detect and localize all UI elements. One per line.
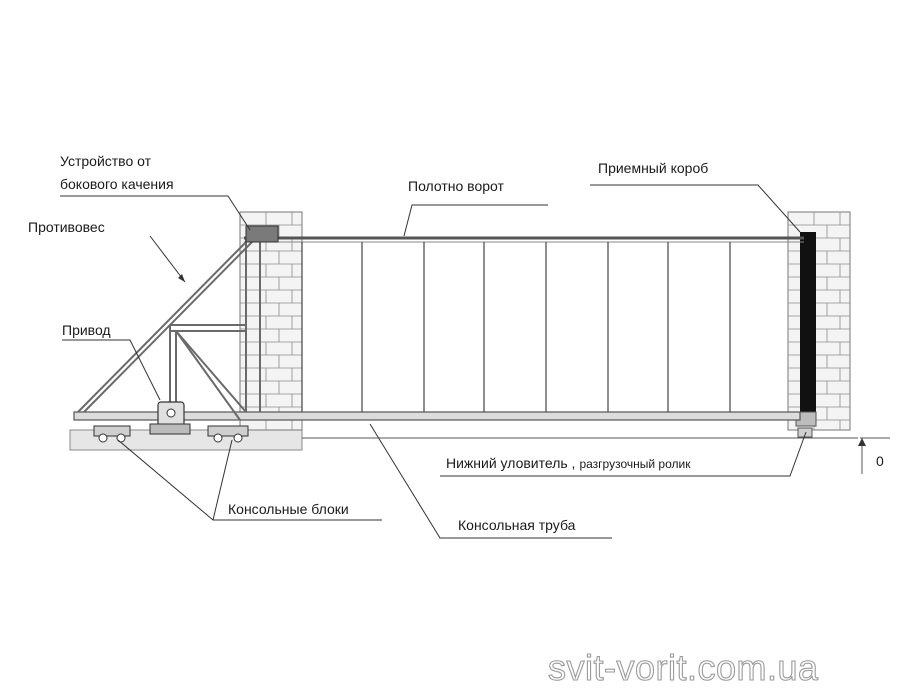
label-gate-leaf: Полотно ворот (408, 178, 504, 194)
watermark: svit-vorit.com.ua (548, 647, 819, 688)
label-side-device-line2: бокового качения (60, 176, 174, 192)
zero-level-marker (858, 437, 890, 474)
side-rolling-device (245, 225, 279, 243)
leader-side-device (60, 195, 251, 231)
label-zero-level: 0 (876, 453, 884, 469)
label-lower-catcher-roller: разгрузочный ролик (579, 457, 691, 471)
arrow-counterweight (178, 274, 185, 282)
cantilever-pipe (73, 411, 801, 421)
drive-motor (149, 401, 191, 435)
gate-leaf (244, 236, 804, 412)
label-cantilever-pipe: Консольная труба (458, 517, 576, 533)
leader-cantilever-pipe (369, 423, 612, 539)
label-lower-catcher: Нижний уловитель , разгрузочный ролик (446, 455, 691, 471)
right-brick-pillar (787, 211, 851, 431)
receiving-box (800, 232, 816, 416)
left-brick-pillar (239, 211, 303, 431)
label-drive: Привод (62, 322, 111, 338)
leader-drive (62, 339, 161, 401)
label-receiving-box: Приемный короб (598, 160, 708, 176)
unloading-roller (797, 427, 813, 438)
leader-counterweight (149, 235, 186, 283)
roller-block-right (207, 425, 249, 443)
label-cantilever-blocks: Консольные блоки (228, 501, 349, 517)
leader-gate-leaf (403, 204, 548, 237)
label-side-device-line1: Устройство от (60, 153, 152, 169)
gate-panels (301, 242, 731, 412)
label-counterweight: Противовес (28, 219, 105, 235)
label-lower-catcher-main: Нижний уловитель , (446, 455, 575, 471)
counterweight-truss (77, 237, 261, 421)
leader-cantilever-blocks (117, 439, 382, 521)
leader-receiving-box (590, 184, 801, 233)
leader-lower-catcher (440, 431, 807, 477)
